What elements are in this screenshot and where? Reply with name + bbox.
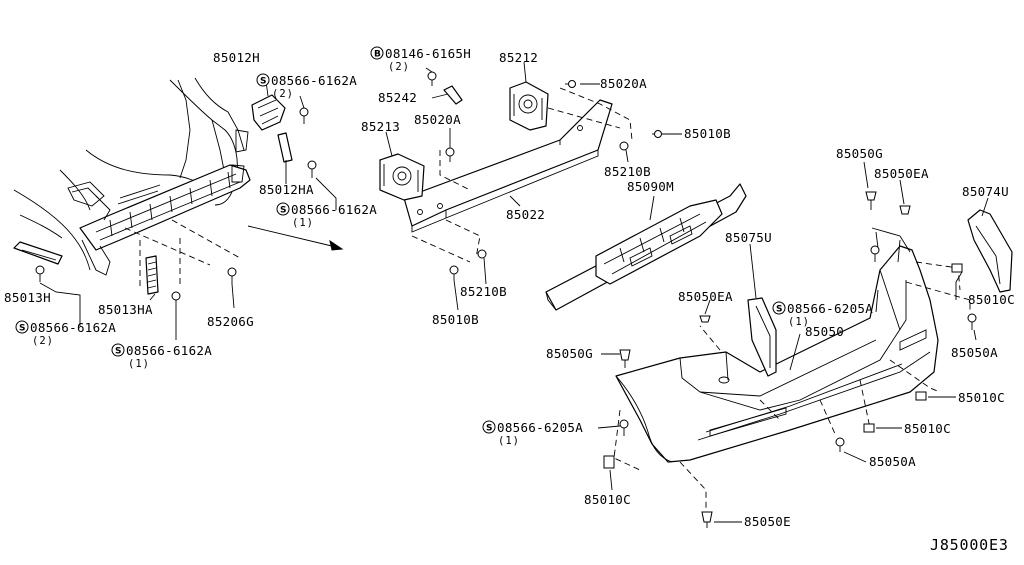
callout-08566-6205A-top: 08566-6205A (787, 301, 873, 316)
bolt-icon (565, 80, 576, 88)
screw-icon (35, 265, 45, 282)
callout-85050A-right: 85050A (951, 345, 998, 360)
clip-icon (951, 263, 963, 273)
callout-85242: 85242 (378, 90, 417, 105)
clip-icon (603, 455, 615, 469)
callout-85050E: 85050E (744, 514, 791, 529)
rivet-icon (701, 511, 713, 528)
nut-icon (619, 141, 629, 151)
callout-08566-6162A-top: 08566-6162A (271, 73, 357, 88)
callout-85012H: 85012H (213, 50, 260, 65)
callout-qty-top: (2) (272, 88, 294, 100)
callout-85010C-bottom: 85010C (584, 492, 631, 507)
callout-85090M: 85090M (627, 179, 674, 194)
callout-85020A-mid: 85020A (414, 112, 461, 127)
callout-08566-6205A-bottom-qty: (1) (498, 435, 520, 447)
callout-85075U: 85075U (725, 230, 772, 245)
callout-08566-6205A-bottom: 08566-6205A (497, 420, 583, 435)
callout-08566-6162A-left: 08566-6162A (30, 320, 116, 335)
callout-08566-6162A-mid: 08566-6162A (291, 202, 377, 217)
screw-icon (835, 437, 845, 452)
callout-85013H: 85013H (4, 290, 51, 305)
svg-text:S: S (486, 424, 492, 434)
callout-08566-6162A-bottom: 08566-6162A (126, 343, 212, 358)
screw-icon (171, 291, 181, 308)
screw-symbol-icon: S (256, 73, 270, 87)
callout-85213: 85213 (361, 119, 400, 134)
callout-85210B-bottom: 85210B (460, 284, 507, 299)
screw-symbol-icon: S (15, 320, 29, 334)
callout-qty-mid: (1) (292, 217, 314, 229)
bolt-icon (427, 71, 437, 86)
reinforcement-drawing (379, 71, 662, 280)
callout-qty-bottom: (1) (128, 358, 150, 370)
screw-icon (870, 245, 880, 262)
bumper-fascia-drawing (603, 191, 1013, 528)
nut-icon (477, 249, 487, 259)
direction-arrow-icon (247, 225, 344, 251)
screw-symbol-icon: S (482, 420, 496, 434)
callout-85050G-mid: 85050G (546, 346, 593, 361)
clip-icon (915, 391, 927, 401)
callout-qty-left: (2) (32, 335, 54, 347)
callout-85050EA-top: 85050EA (874, 166, 929, 181)
callout-85010B-top: 85010B (684, 126, 731, 141)
svg-text:S: S (115, 347, 121, 357)
callout-08146-qty: (2) (388, 61, 410, 73)
svg-text:B: B (374, 50, 381, 60)
rivet-icon (899, 205, 911, 215)
callout-85010C-mid1: 85010C (958, 390, 1005, 405)
callout-85210B-top: 85210B (604, 164, 651, 179)
bolt-icon (449, 265, 459, 280)
rivet-icon (699, 315, 711, 323)
screw-symbol-icon: S (772, 301, 786, 315)
screw-symbol-icon: S (111, 343, 125, 357)
callout-85010C-right: 85010C (968, 292, 1015, 307)
svg-text:S: S (776, 305, 782, 315)
rivet-icon (619, 349, 631, 368)
callout-85010C-mid2: 85010C (904, 421, 951, 436)
svg-text:S: S (19, 324, 25, 334)
callout-08146-6165H: 08146-6165H (385, 46, 471, 61)
svg-text:S: S (280, 206, 286, 216)
svg-text:S: S (260, 77, 266, 87)
screw-icon (619, 419, 629, 436)
callout-85050: 85050 (805, 324, 844, 339)
callout-08566-6205A-top-qty: (1) (788, 316, 810, 328)
callout-85050G-top: 85050G (836, 146, 883, 161)
callout-85020A-top: 85020A (600, 76, 647, 91)
vehicle-body-drawing (13, 77, 317, 308)
bolt-icon (445, 147, 455, 162)
bolt-symbol-icon: B (370, 46, 384, 60)
callout-85012HA: 85012HA (259, 182, 314, 197)
bolt-icon (652, 130, 662, 138)
callout-85050EA-mid: 85050EA (678, 289, 733, 304)
callout-85206G: 85206G (207, 314, 254, 329)
callout-85074U: 85074U (962, 184, 1009, 199)
clip-icon (863, 423, 875, 433)
screw-icon (967, 313, 977, 330)
screw-icon (299, 107, 309, 124)
clip-icon (227, 267, 237, 284)
screw-symbol-icon: S (276, 202, 290, 216)
energy-absorber-drawing (545, 183, 747, 311)
diagram-reference-code: J85000E3 (930, 536, 1009, 554)
screw-icon (307, 160, 317, 178)
callout-85050A-bottom: 85050A (869, 454, 916, 469)
callout-85010B-bottom: 85010B (432, 312, 479, 327)
rivet-icon (865, 191, 877, 210)
callout-85022: 85022 (506, 207, 545, 222)
callout-85212: 85212 (499, 50, 538, 65)
callout-85013HA: 85013HA (98, 302, 153, 317)
